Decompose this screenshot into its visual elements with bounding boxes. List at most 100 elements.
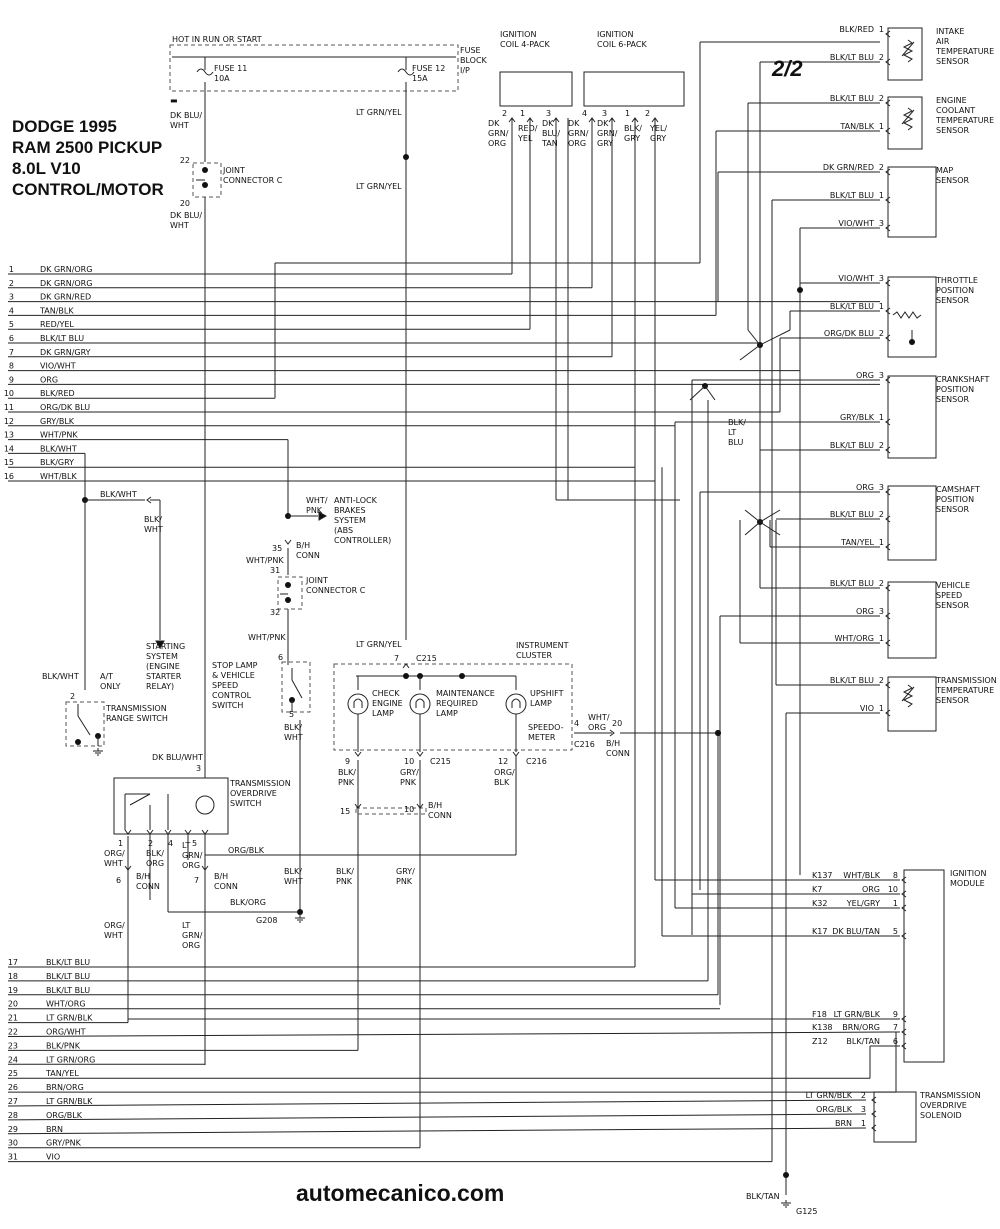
pin-number: 10	[404, 805, 414, 814]
pin-number: 2	[861, 1091, 866, 1100]
sensor-wire-color: DK GRN/RED	[823, 163, 874, 172]
wire-number: 29	[8, 1125, 18, 1134]
connector-arrow	[631, 117, 639, 123]
pin-number: 5	[893, 927, 898, 936]
pin-number: 2	[879, 329, 884, 338]
pin-number: 4	[582, 109, 587, 118]
pin-number: 3	[546, 109, 551, 118]
sensor-wire-color: WHT/ORG	[834, 634, 874, 643]
bh-conn-label: B/H	[606, 739, 620, 748]
thermistor-arrow	[901, 41, 915, 57]
connector-arrow	[871, 1124, 877, 1132]
pin-number: 12	[498, 757, 508, 766]
sensor-wire-color: BLK/LT BLU	[830, 302, 874, 311]
pin-number: 9	[893, 1010, 898, 1019]
starting-system-label: RELAY)	[146, 682, 174, 691]
lamp-symbol	[409, 693, 431, 715]
wire-color-label: BLK/LT BLU	[46, 972, 90, 981]
overdrive-switch-label: SWITCH	[230, 799, 261, 808]
abs-label: SYSTEM	[334, 516, 366, 525]
lamp-symbol	[347, 693, 369, 715]
wire-color-label: BRN	[46, 1125, 63, 1134]
wire-color-label: PNK	[338, 778, 355, 787]
wire-number: 13	[4, 431, 14, 440]
splice-dot	[202, 182, 208, 188]
pin-number: 8	[893, 871, 898, 880]
wire-segment	[7, 1099, 867, 1107]
pin-number: 6	[893, 1037, 898, 1046]
connector-arrow	[885, 224, 891, 232]
range-switch-label: RANGE SWITCH	[106, 714, 168, 723]
stop-lamp-switch-label: CONTROL	[212, 691, 252, 700]
wire-number: 24	[8, 1055, 18, 1064]
wire-segment	[689, 385, 706, 401]
wire-color-label: LT GRN/ORG	[46, 1055, 95, 1064]
wire-segment	[759, 329, 791, 346]
wire-color-label: GRY	[597, 139, 613, 148]
circuit-id: F18	[812, 1010, 827, 1019]
cluster-lamp-label: MAINTENANCE	[436, 689, 495, 698]
sensor-wire-color: VIO/WHT	[838, 219, 874, 228]
sensor-wire-color: ORG	[856, 607, 874, 616]
pin-number: 1	[625, 109, 630, 118]
ignition-module-name: MODULE	[950, 879, 985, 888]
wire-color-label: WHT/	[588, 713, 610, 722]
solenoid-wire-color: ORG/BLK	[816, 1105, 853, 1114]
wire-number: 3	[9, 293, 14, 302]
solenoid-name: SOLENOID	[920, 1111, 962, 1120]
starting-system-label: SYSTEM	[146, 652, 178, 661]
connector-arrow	[885, 681, 891, 689]
sensor-wire-color: BLK/LT BLU	[830, 676, 874, 685]
wire-color-label: WHT/PNK	[246, 556, 284, 565]
solenoid-wire-color: BRN	[835, 1119, 852, 1128]
pin-number: 3	[861, 1105, 866, 1114]
coil-title: COIL 6-PACK	[597, 40, 647, 49]
sensor-name: SPEED	[936, 591, 962, 600]
wire-color-label: RED/YEL	[40, 320, 74, 329]
sensor-name: AIR	[936, 37, 950, 46]
circuit-id: K138	[812, 1023, 833, 1032]
wire-color-label: ORG/	[494, 768, 515, 777]
pin-number: 2	[879, 53, 884, 62]
wire-color-label: TAN	[541, 139, 558, 148]
wire-number: 21	[8, 1014, 18, 1023]
sensor-camshaft	[887, 485, 937, 561]
wire-color-label: VIO/WHT	[40, 362, 76, 371]
connector-arrow	[885, 196, 891, 204]
wire-number: 4	[9, 306, 14, 315]
cluster-lamp-label: CHECK	[372, 689, 400, 698]
sensor-name: CAMSHAFT	[936, 485, 980, 494]
sensor-name: TEMPERATURE	[935, 116, 994, 125]
wire-color-label: LT GRN/BLK	[46, 1097, 93, 1106]
connector-arrow	[885, 543, 891, 551]
wire-color-label: DK BLU/	[170, 111, 202, 120]
cluster-lamp-label: LAMP	[530, 699, 552, 708]
joint-connector-label: CONNECTOR C	[306, 586, 366, 595]
wire-segment	[704, 385, 716, 401]
wire-network	[7, 27, 945, 1208]
connector-arrow	[885, 639, 891, 647]
sensor-wire-color: BLK/LT BLU	[830, 191, 874, 200]
website-watermark: automecanico.com	[296, 1180, 505, 1206]
sensor-name: VEHICLE	[936, 581, 970, 590]
sensor-wire-color: ORG	[856, 483, 874, 492]
cluster-lamp-label: ENGINE	[372, 699, 403, 708]
wire-color-label: WHT	[170, 121, 189, 130]
wire-segment	[291, 679, 303, 699]
sensor-name: COOLANT	[936, 106, 975, 115]
pin-number: 2	[645, 109, 650, 118]
connector-arrow	[885, 30, 891, 38]
pin-number: 3	[602, 109, 607, 118]
pin-number: 3	[879, 274, 884, 283]
connector-arrow	[901, 890, 907, 898]
pin-number: 1	[879, 302, 884, 311]
sensor-vehicle	[887, 581, 937, 659]
wire-color-label: BRN/ORG	[46, 1083, 84, 1092]
starting-system-label: STARTER	[146, 672, 182, 681]
wire-color-label: RED/	[518, 124, 538, 133]
wire-color-label: YEL/	[649, 124, 667, 133]
cluster-title: INSTRUMENT	[516, 641, 569, 650]
wire-color-label: BLK/	[338, 768, 356, 777]
range-switch-label: TRANSMISSION	[105, 704, 167, 713]
sensor-name: SENSOR	[936, 696, 969, 705]
